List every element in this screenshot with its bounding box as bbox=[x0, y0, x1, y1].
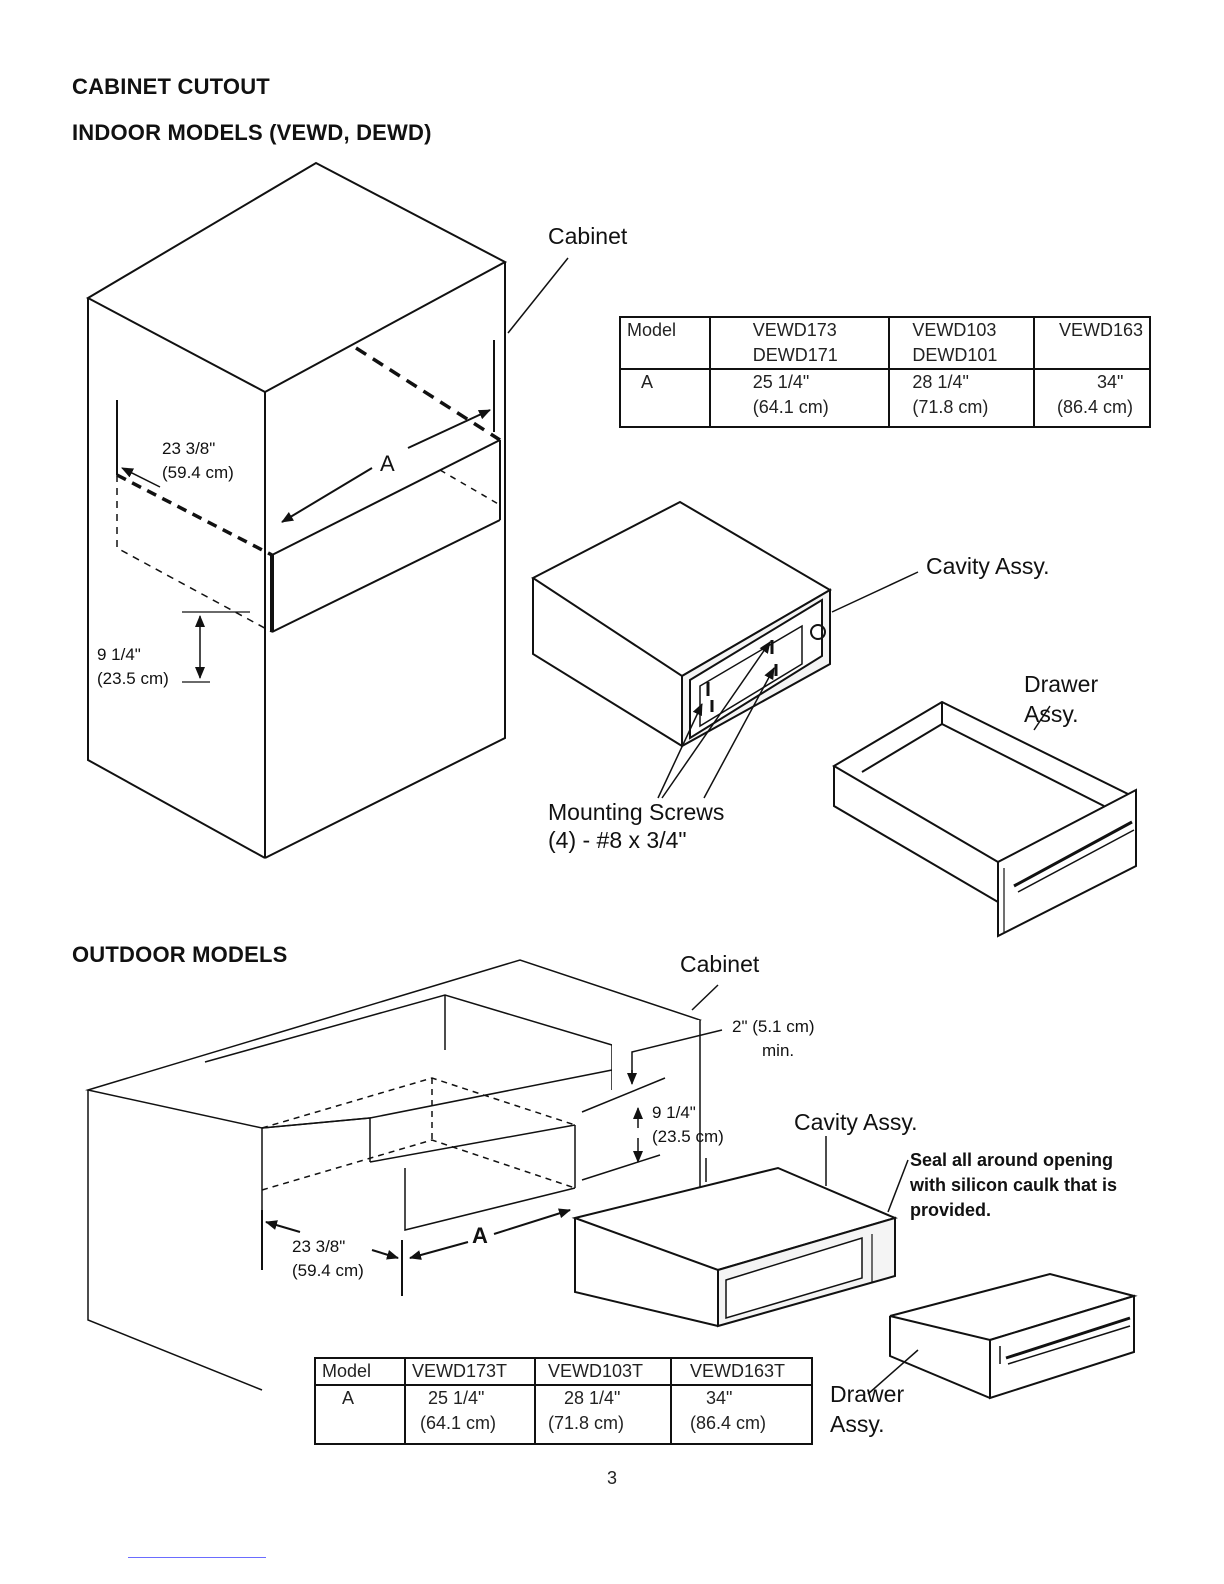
outdoor-table-row-a: A bbox=[342, 1388, 355, 1408]
indoor-table-col3-model: VEWD163 bbox=[1032, 317, 1150, 370]
indoor-cabinet-label: Cabinet bbox=[548, 223, 628, 249]
mounting-screws-label-line2: (4) - #8 x 3/4" bbox=[548, 827, 687, 853]
outdoor-depth-dim-cm: (59.4 cm) bbox=[292, 1261, 364, 1280]
indoor-drawer-drawing bbox=[832, 700, 1137, 938]
indoor-cavity-drawing bbox=[531, 500, 919, 799]
outdoor-min-dim-line2: min. bbox=[762, 1041, 795, 1060]
indoor-dim-a: A bbox=[380, 451, 395, 476]
indoor-table-header-model: Model bbox=[620, 317, 710, 370]
indoor-table-col1-a: 25 1/4"(64.1 cm) bbox=[708, 369, 890, 427]
outdoor-min-dim-line1: 2" (5.1 cm) bbox=[732, 1017, 815, 1036]
outdoor-height-dim-in: 9 1/4" bbox=[652, 1103, 696, 1122]
indoor-drawer-label-line2: Assy. bbox=[1024, 701, 1079, 727]
outdoor-drawer-drawing bbox=[867, 1272, 1138, 1400]
indoor-table-col2-a: 28 1/4"(71.8 cm) bbox=[888, 369, 1034, 427]
mounting-screws-label-line1: Mounting Screws bbox=[548, 799, 725, 825]
indoor-depth-dim-cm: (59.4 cm) bbox=[162, 463, 234, 482]
outdoor-height-dim-cm: (23.5 cm) bbox=[652, 1127, 724, 1146]
outdoor-table-col3-a: 34"(86.4 cm) bbox=[670, 1385, 812, 1444]
indoor-height-dim-cm: (23.5 cm) bbox=[97, 669, 169, 688]
seal-note-line1: Seal all around opening bbox=[910, 1150, 1114, 1170]
footer-rule bbox=[128, 1557, 266, 1558]
outdoor-drawer-label-line2: Assy. bbox=[830, 1411, 885, 1437]
section-heading-outdoor-models: OUTDOOR MODELS bbox=[72, 942, 288, 967]
outdoor-table-col3-model: VEWD163T bbox=[670, 1358, 812, 1386]
seal-note-line3: provided. bbox=[910, 1200, 992, 1220]
outdoor-cavity-label: Cavity Assy. bbox=[794, 1109, 918, 1135]
indoor-cabinet-drawing bbox=[85, 161, 569, 859]
outdoor-table-col2-model: VEWD103T bbox=[534, 1358, 671, 1386]
outdoor-cabinet-drawing bbox=[85, 959, 723, 1391]
outdoor-cabinet-label: Cabinet bbox=[680, 951, 760, 977]
outdoor-table-col1-model: VEWD173T bbox=[404, 1358, 535, 1386]
page-number: 3 bbox=[606, 1468, 617, 1488]
indoor-table-col3-a: 34"(86.4 cm) bbox=[1032, 369, 1150, 427]
indoor-depth-dim-in: 23 3/8" bbox=[162, 439, 216, 458]
indoor-height-dim-in: 9 1/4" bbox=[97, 645, 141, 664]
outdoor-depth-dim-in: 23 3/8" bbox=[292, 1237, 346, 1256]
outdoor-model-table: Model VEWD173T VEWD103T VEWD163T A 25 1/… bbox=[314, 1357, 813, 1445]
indoor-table-row-a: A bbox=[641, 372, 654, 392]
seal-note-line2: with silicon caulk that is bbox=[910, 1175, 1118, 1195]
section-heading-cabinet-cutout: CABINET CUTOUT bbox=[72, 74, 270, 99]
outdoor-cavity-drawing bbox=[571, 1136, 909, 1328]
indoor-drawer-label-line1: Drawer bbox=[1024, 671, 1099, 697]
outdoor-table-col2-a: 28 1/4"(71.8 cm) bbox=[534, 1385, 671, 1444]
section-heading-indoor-models: INDOOR MODELS (VEWD, DEWD) bbox=[72, 120, 432, 145]
indoor-cavity-label: Cavity Assy. bbox=[926, 553, 1050, 579]
outdoor-table-header-model: Model bbox=[315, 1358, 405, 1386]
outdoor-table-col1-a: 25 1/4"(64.1 cm) bbox=[404, 1385, 535, 1444]
outdoor-drawer-label-line1: Drawer bbox=[830, 1381, 905, 1407]
outdoor-dim-a: A bbox=[472, 1223, 488, 1248]
